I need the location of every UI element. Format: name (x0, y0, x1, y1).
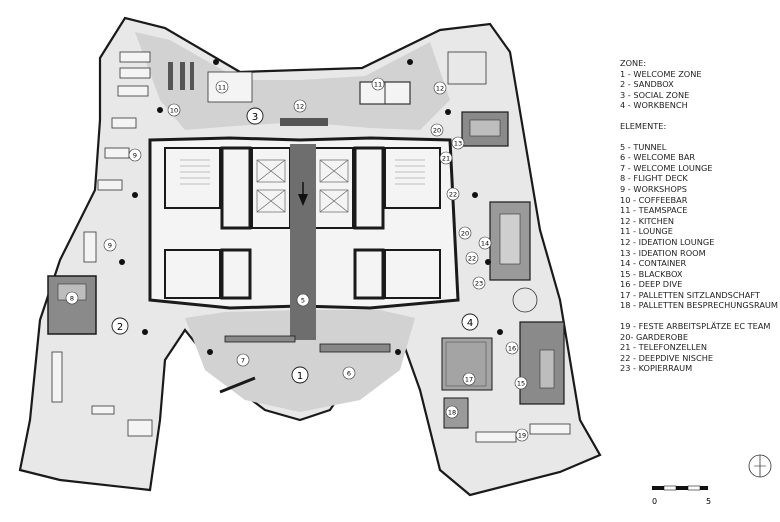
marker-22b: 22 (465, 251, 479, 265)
element-item: 22 - DEEPDIVE NISCHE (620, 352, 714, 363)
element-item: 7 - WELCOME LOUNGE (620, 162, 713, 173)
element-item: 11 - TEAMSPACE (620, 205, 688, 216)
svg-text:8: 8 (70, 295, 74, 303)
zone-item: 2 - SANDBOX (620, 79, 674, 90)
marker-8: 8 (65, 291, 79, 305)
marker-6: 6 (342, 366, 356, 380)
marker-19: 19 (515, 428, 529, 442)
tunnel (290, 144, 316, 340)
svg-text:20: 20 (433, 127, 441, 135)
svg-text:14: 14 (481, 240, 489, 248)
element-item: 20- GARDEROBE (620, 331, 689, 342)
columns (119, 59, 503, 355)
element-item: 18 - PALLETTEN BESPRECHUNGSRAUM (620, 300, 778, 311)
svg-text:6: 6 (347, 370, 351, 378)
marker-23: 23 (472, 276, 486, 290)
svg-text:18: 18 (448, 409, 456, 417)
svg-text:5: 5 (301, 297, 305, 305)
marker-7: 7 (236, 353, 250, 367)
welcome-bar (319, 343, 391, 353)
north-arrow-icon (748, 454, 772, 478)
marker-21: 21 (439, 151, 453, 165)
element-item: 12 - IDEATION LOUNGE (620, 236, 715, 247)
marker-15: 15 (514, 376, 528, 390)
svg-text:9: 9 (133, 152, 137, 160)
svg-text:19: 19 (518, 432, 526, 440)
marker-12b: 12 (433, 81, 447, 95)
svg-text:12: 12 (436, 85, 444, 93)
svg-text:2: 2 (117, 322, 123, 333)
svg-text:21: 21 (442, 155, 450, 163)
zone-welcome (185, 310, 415, 412)
svg-text:22: 22 (468, 255, 476, 263)
zone-item: 1 - WELCOME ZONE (620, 68, 702, 79)
svg-text:7: 7 (241, 357, 245, 365)
svg-text:4: 4 (467, 318, 473, 329)
element-item: 12 - KITCHEN (620, 215, 675, 226)
zone-marker-4: 4 (461, 313, 479, 331)
element-item: 5 - TUNNEL (620, 141, 667, 152)
element-item: 15 - BLACKBOX (620, 268, 683, 279)
element-item: 9 - WORKSHOPS (620, 183, 687, 194)
legend: ZONE: 1 - WELCOME ZONE 2 - SANDBOX 3 - S… (620, 58, 778, 374)
marker-16: 16 (505, 341, 519, 355)
zone-social (135, 32, 450, 130)
zone-heading: ZONE: (620, 58, 647, 68)
marker-5: 5 (296, 293, 310, 307)
marker-11b: 11 (371, 77, 385, 91)
element-item: 14 - CONTAINER (620, 258, 687, 269)
element-item: 6 - WELCOME BAR (620, 152, 696, 163)
element-markers: 5 6 7 8 9 9 10 11 11 12 12 13 14 15 16 1… (65, 77, 529, 442)
left-wing-furniture (51, 51, 153, 437)
lounge-counter (224, 335, 296, 343)
element-item: 23 - KOPIERRAUM (620, 363, 693, 374)
scale-end: 5 (706, 497, 711, 506)
marker-11a: 11 (215, 80, 229, 94)
marker-14: 14 (478, 236, 492, 250)
svg-text:20: 20 (461, 230, 469, 238)
svg-text:12: 12 (296, 103, 304, 111)
marker-9b: 9 (103, 238, 117, 252)
svg-text:23: 23 (475, 280, 483, 288)
zone-marker-1: 1 (291, 366, 309, 384)
svg-text:15: 15 (517, 380, 525, 388)
zone-item: 3 - SOCIAL ZONE (620, 89, 690, 100)
element-item: 19 - FESTE ARBEITSPLÄTZE EC TEAM (620, 321, 771, 332)
zone-item: 4 - WORKBENCH (620, 100, 688, 111)
zone-marker-3: 3 (246, 107, 264, 125)
floor-plan: 1 2 3 4 5 6 7 8 9 9 10 11 11 12 12 13 14… (18, 16, 602, 497)
element-item: 16 - DEEP DIVE (620, 279, 683, 290)
svg-text:17: 17 (465, 376, 473, 384)
marker-13: 13 (451, 136, 465, 150)
element-item: 11 - LOUNGE (620, 226, 673, 237)
tunnel-arrow-icon (298, 194, 308, 206)
svg-text:3: 3 (252, 112, 258, 123)
zone-markers: 1 2 3 4 (111, 107, 479, 384)
scale-bar: 0 5 (652, 485, 711, 506)
scale-start: 0 (652, 497, 657, 506)
marker-12a: 12 (293, 99, 307, 113)
element-item: 17 - PALLETTEN SITZLANDSCHAFT (620, 289, 760, 300)
element-item: 13 - IDEATION ROOM (620, 247, 706, 258)
elements-heading: ELEMENTE: (620, 120, 667, 131)
svg-text:16: 16 (508, 345, 516, 353)
zone-marker-2: 2 (111, 317, 129, 335)
svg-text:10: 10 (170, 107, 178, 115)
svg-text:1: 1 (297, 371, 303, 382)
element-item: 21 - TELEFONZELLEN (620, 342, 707, 353)
marker-20b: 20 (458, 226, 472, 240)
marker-20a: 20 (430, 123, 444, 137)
element-item: 8 - FLIGHT DECK (620, 173, 688, 184)
marker-17: 17 (462, 372, 476, 386)
marker-22a: 22 (446, 187, 460, 201)
svg-text:11: 11 (374, 81, 382, 89)
svg-text:13: 13 (454, 140, 462, 148)
svg-text:9: 9 (108, 242, 112, 250)
element-item: 10 - COFFEEBAR (620, 194, 688, 205)
marker-9a: 9 (128, 148, 142, 162)
svg-text:22: 22 (449, 191, 457, 199)
marker-18: 18 (445, 405, 459, 419)
marker-10: 10 (167, 103, 181, 117)
svg-text:11: 11 (218, 84, 226, 92)
